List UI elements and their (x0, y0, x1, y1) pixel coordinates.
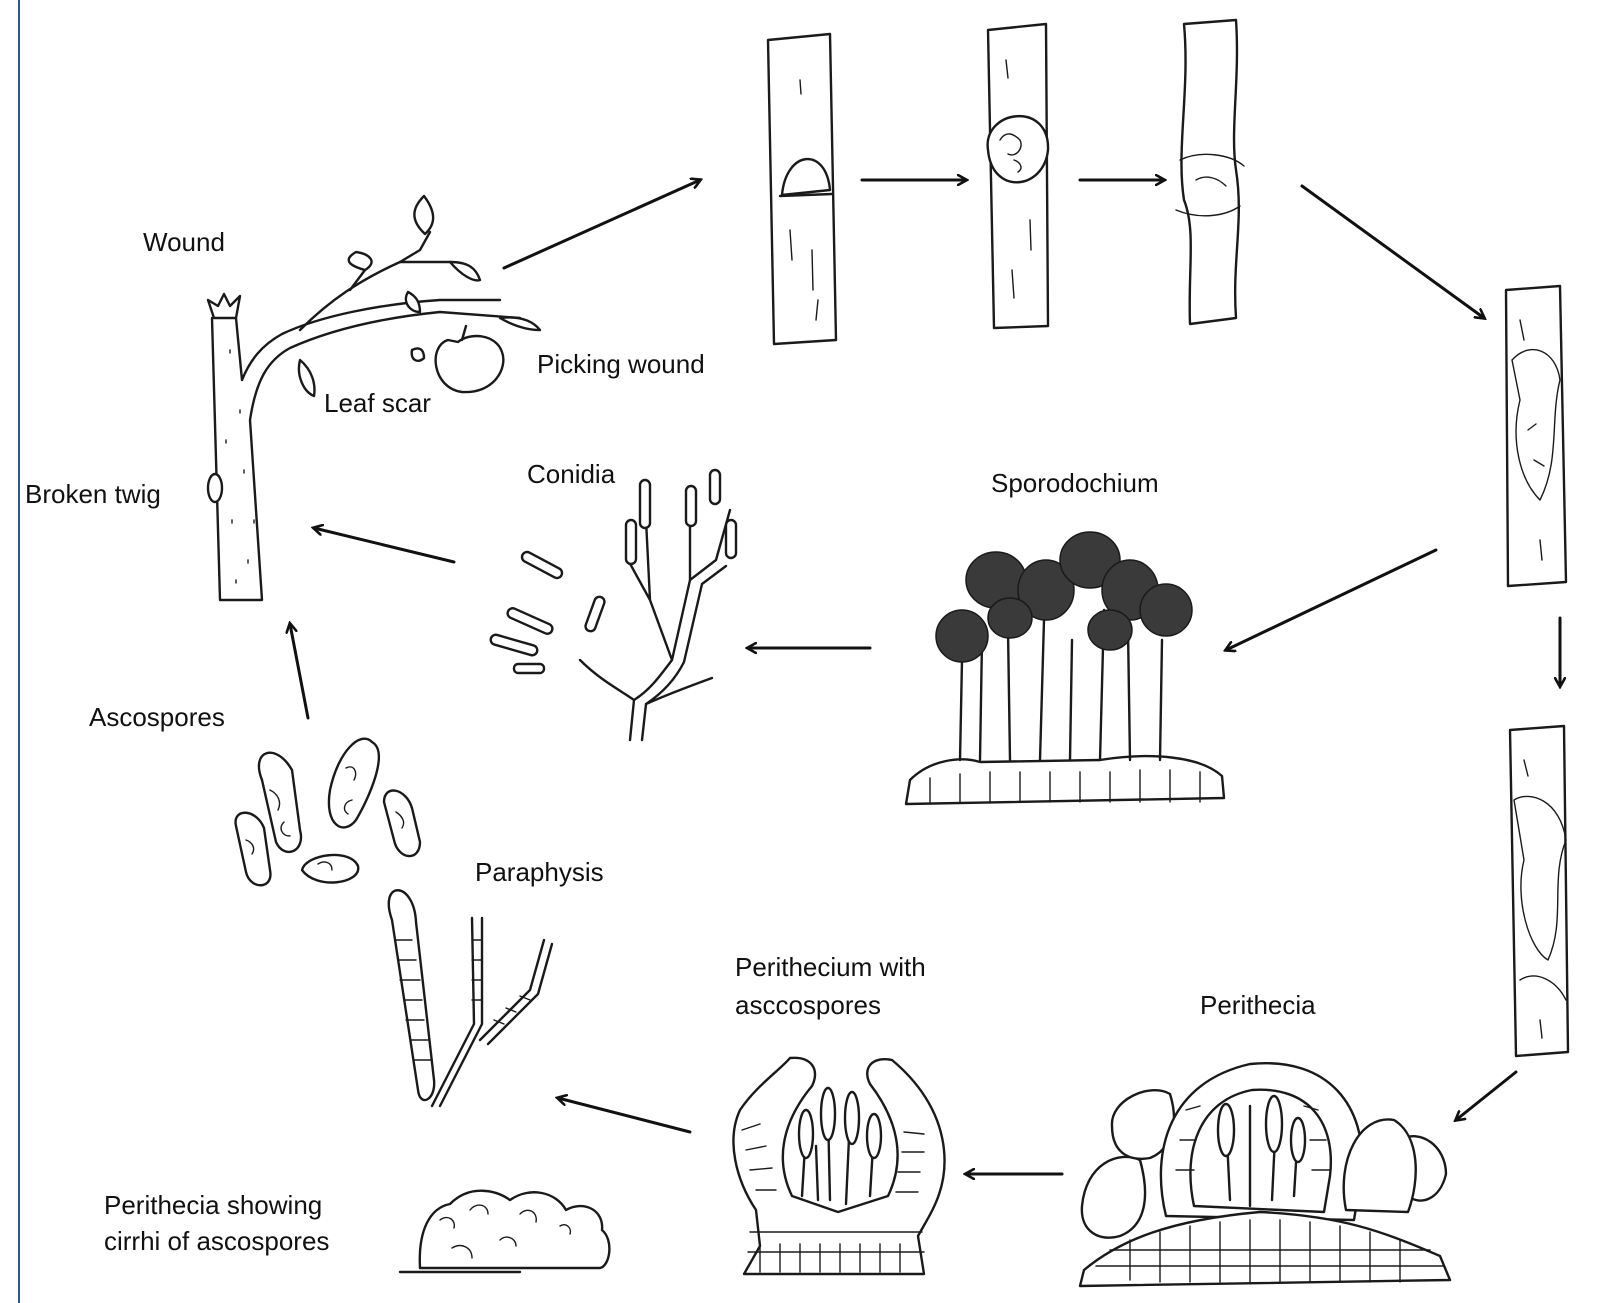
cirrhi-mound-drawing (400, 1191, 609, 1272)
label-picking-wound: Picking wound (537, 347, 705, 381)
label-perithecia: Perithecia (1200, 988, 1316, 1022)
ascospores-drawing (236, 739, 420, 886)
conidia-drawing (490, 470, 736, 740)
arrow-twig-to-stem1 (504, 180, 700, 268)
arrow-stem4-to-sporodochium (1226, 550, 1436, 650)
label-ascospores: Ascospores (89, 700, 225, 734)
label-broken-twig: Broken twig (25, 477, 161, 511)
label-cirrhi-line1: Perithecia showing (104, 1188, 322, 1222)
arrow-perithecium-to-paraphysis (558, 1098, 690, 1132)
label-perithecium-line2: asccospores (735, 988, 881, 1022)
label-leaf-scar: Leaf scar (324, 386, 431, 420)
canker-stem-2 (988, 24, 1048, 328)
arrow-conidia-to-twig (314, 528, 454, 562)
arrow-stem5-to-perithecia (1456, 1072, 1516, 1120)
label-conidia: Conidia (527, 457, 615, 491)
paraphysis-drawing (389, 890, 552, 1106)
label-perithecium-line1: Perithecium with (735, 950, 926, 984)
perithecia-drawing (1080, 1063, 1450, 1286)
canker-stem-4 (1506, 286, 1566, 586)
perithecium-ascospores-drawing (733, 1058, 944, 1274)
arrow-ascospores-to-twig (290, 624, 308, 718)
canker-stem-5 (1510, 726, 1568, 1056)
label-paraphysis: Paraphysis (475, 855, 604, 889)
label-wound: Wound (143, 225, 225, 259)
label-sporodochium: Sporodochium (991, 466, 1159, 500)
canker-stem-1 (768, 34, 836, 344)
sporodochium-drawing (906, 532, 1224, 804)
arrow-stem3-to-stem4 (1302, 186, 1484, 318)
canker-stem-3 (1176, 20, 1244, 324)
label-cirrhi-line2: cirrhi of ascospores (104, 1224, 329, 1258)
